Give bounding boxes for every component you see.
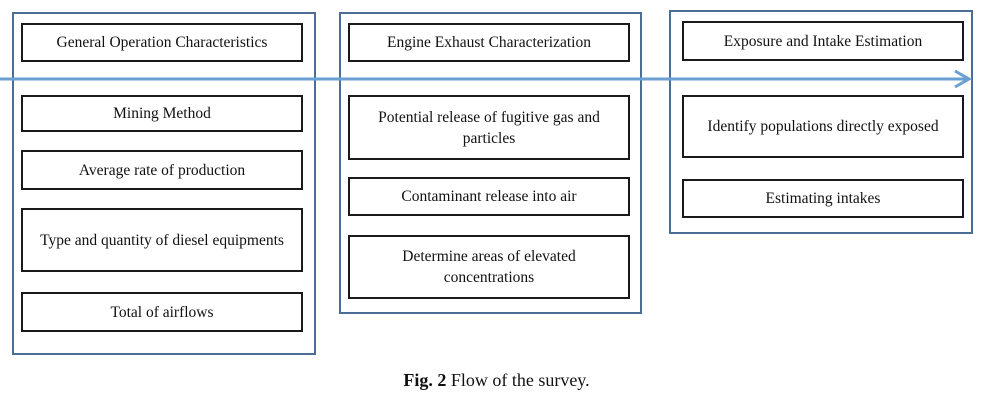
item-total-airflows: Total of airflows (21, 292, 303, 332)
item-identify-populations: Identify populations directly exposed (682, 95, 964, 158)
item-average-rate-of-production: Average rate of production (21, 150, 303, 190)
header-general-operation: General Operation Characteristics (21, 23, 303, 62)
item-contaminant-release: Contaminant release into air (348, 177, 630, 216)
figure-caption: Fig. 2 Flow of the survey. (0, 370, 993, 391)
item-elevated-concentrations: Determine areas of elevated concentratio… (348, 235, 630, 299)
item-diesel-equipments: Type and quantity of diesel equipments (21, 208, 303, 272)
header-engine-exhaust: Engine Exhaust Characterization (348, 23, 630, 62)
header-exposure-intake: Exposure and Intake Estimation (682, 21, 964, 61)
caption-label: Fig. 2 (403, 370, 447, 390)
item-estimating-intakes: Estimating intakes (682, 179, 964, 218)
item-mining-method: Mining Method (21, 95, 303, 132)
caption-text: Flow of the survey. (450, 370, 590, 390)
item-fugitive-gas-release: Potential release of fugitive gas and pa… (348, 95, 630, 160)
